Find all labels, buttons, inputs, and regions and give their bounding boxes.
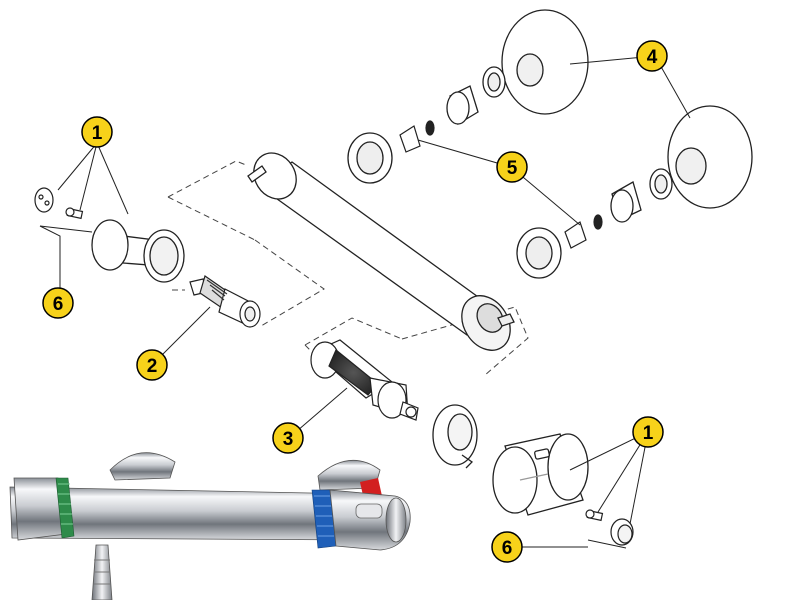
callout-5-label: 5	[507, 158, 518, 179]
callout-6a-label: 6	[53, 294, 64, 315]
callout-1b: 1	[632, 416, 664, 448]
thermostatic-cartridge	[310, 339, 419, 421]
callout-1a-label: 1	[92, 123, 103, 144]
check-valve-lower	[564, 214, 603, 249]
callout-5: 5	[496, 151, 528, 183]
check-valve-upper	[399, 120, 435, 153]
inlet-nut-lower	[516, 227, 562, 279]
handle-cap-right	[610, 518, 634, 546]
dashed-outline-right	[304, 306, 529, 376]
callout-6b-label: 6	[502, 538, 513, 559]
thermostatic-ring	[432, 404, 478, 469]
callout-2: 2	[136, 349, 168, 381]
callout-4-label: 4	[647, 47, 658, 68]
callout-3-label: 3	[283, 429, 294, 450]
flow-cartridge	[189, 275, 261, 328]
inlet-nut-upper	[347, 132, 393, 184]
product-photo	[9, 452, 411, 600]
handle-cap	[34, 187, 54, 213]
callout-3: 3	[272, 422, 304, 454]
callout-6a: 6	[42, 287, 74, 319]
temperature-handle	[492, 433, 589, 516]
callout-6b: 6	[491, 531, 523, 563]
callout-1a: 1	[81, 116, 113, 148]
handle-screw	[65, 207, 84, 220]
callout-1b-label: 1	[643, 423, 654, 444]
handle-screw-right	[585, 509, 604, 522]
wall-flange-upper	[446, 9, 589, 125]
flow-handle	[91, 219, 185, 283]
valve-body	[247, 152, 515, 351]
callout-2-label: 2	[147, 356, 158, 377]
dashed-outline-left	[167, 160, 325, 327]
callout-4: 4	[636, 40, 668, 72]
wall-flange-lower	[610, 105, 753, 223]
